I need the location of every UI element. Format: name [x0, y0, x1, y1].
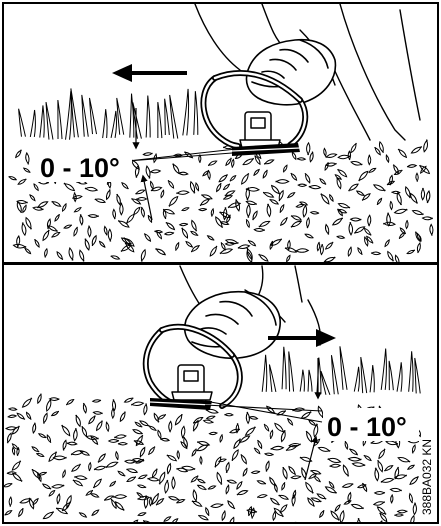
angle-tilt-line-top [128, 148, 245, 161]
angle-label-bottom: 0 - 10° [327, 412, 407, 442]
figure-code: 388BA032 KN [420, 439, 434, 515]
angle-tilt-line-bottom [205, 401, 322, 422]
panel-top [9, 4, 433, 265]
trimmer-body-top [240, 112, 280, 148]
gloved-hand-bottom [185, 292, 281, 359]
angle-label-top: 0 - 10° [40, 153, 120, 183]
direction-arrow-left [112, 64, 187, 82]
trimmer-body-bottom [172, 365, 212, 400]
panel-bottom [4, 266, 421, 526]
